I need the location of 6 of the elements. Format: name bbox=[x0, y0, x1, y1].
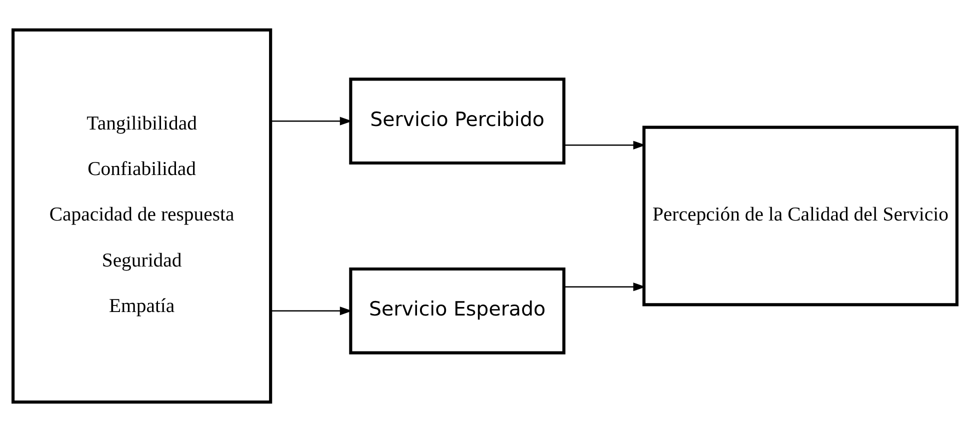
arrow bbox=[271, 306, 352, 316]
arrow bbox=[271, 116, 352, 126]
node-box: Servicio Percibido bbox=[349, 78, 566, 165]
node-box: Percepción de la Calidad del Servicio bbox=[642, 126, 958, 306]
node-box: Servicio Esperado bbox=[349, 267, 566, 354]
node-box: Tangilibilidad Confiabilidad Capacidad de respuesta Seguridad Empatía bbox=[12, 28, 272, 404]
